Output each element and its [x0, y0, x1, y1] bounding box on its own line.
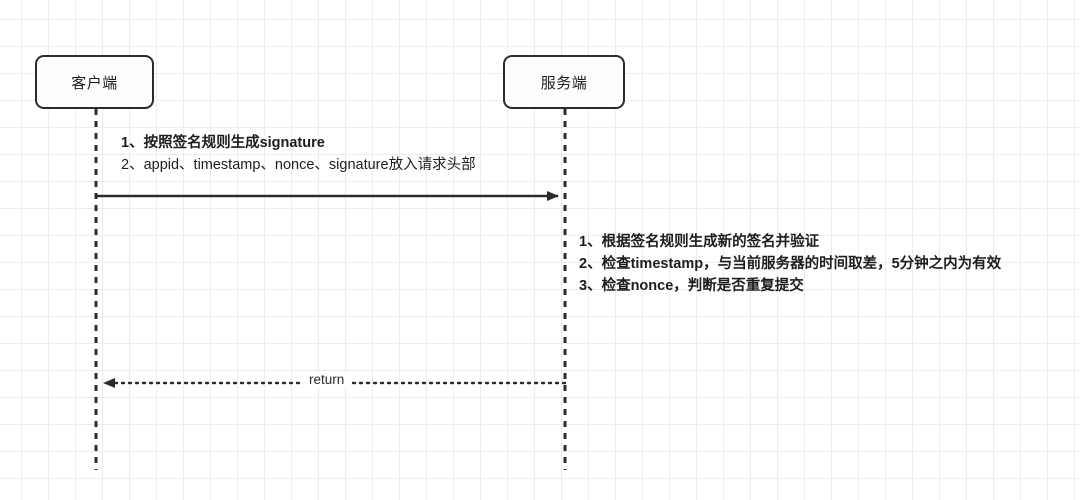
note-server-checks-line-2: 2、检查timestamp，与当前服务器的时间取差，5分钟之内为有效 — [579, 256, 1002, 272]
message-label-return: return — [303, 372, 351, 387]
message-label-request-line-2: 2、appid、timestamp、nonce、signature放入请求头部 — [121, 157, 476, 173]
participant-label-server: 服务端 — [540, 74, 588, 92]
participant-box-server[interactable]: 服务端 — [503, 55, 625, 109]
message-label-request-line-1: 1、按照签名规则生成signature — [121, 135, 325, 151]
participant-box-client[interactable]: 客户端 — [35, 55, 154, 109]
note-server-checks-line-1: 1、根据签名规则生成新的签名并验证 — [579, 234, 820, 250]
note-server-checks: 1、根据签名规则生成新的签名并验证 2、检查timestamp，与当前服务器的时… — [579, 231, 1001, 297]
message-label-request: 1、按照签名规则生成signature 2、appid、timestamp、no… — [121, 132, 476, 176]
participant-label-client: 客户端 — [71, 74, 118, 92]
note-server-checks-line-3: 3、检查nonce，判断是否重复提交 — [579, 278, 804, 294]
